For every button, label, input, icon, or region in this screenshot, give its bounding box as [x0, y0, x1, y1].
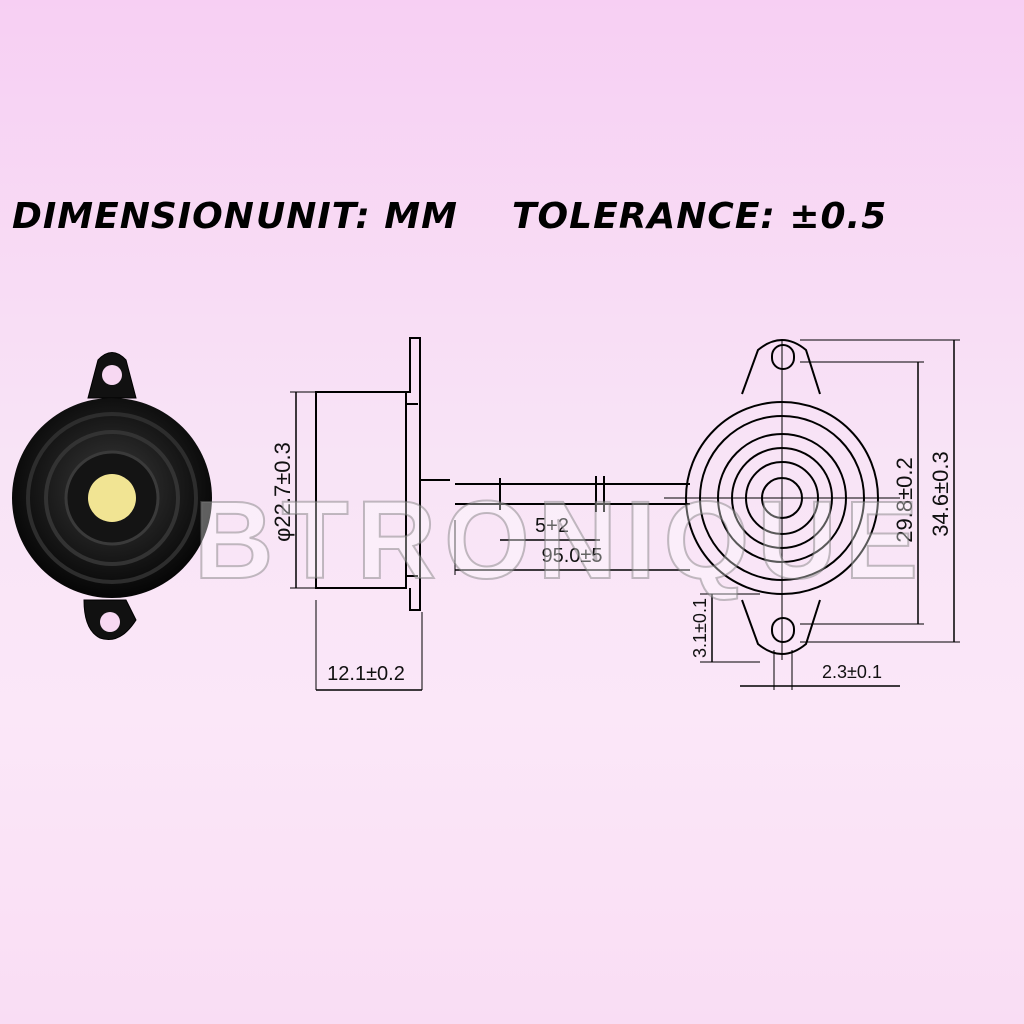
hole-offset-label: 3.1±0.1	[690, 598, 710, 658]
tolerance-label: TOLERANCE: ±0.5	[512, 196, 888, 237]
side-view-labels: φ22.7±0.3 12.1±0.2 5+2 95.0±5	[270, 442, 603, 685]
front-view-labels: 29.8±0.2 34.6±0.3 3.1±0.1 2.3±0.1	[690, 451, 953, 682]
diameter-label: φ22.7±0.3	[270, 442, 295, 542]
strip-label: 5+2	[535, 515, 569, 537]
side-view	[290, 337, 690, 691]
dimension-title: DIMENSION	[12, 196, 255, 237]
inner-height-label: 29.8±0.2	[892, 457, 917, 542]
front-view	[664, 339, 960, 690]
lead-length-label: 95.0±5	[541, 545, 602, 567]
watermark: BTRONIQUE	[194, 479, 926, 602]
depth-label: 12.1±0.2	[327, 663, 405, 685]
buzzer-photo	[12, 352, 212, 640]
cap-icon	[88, 474, 136, 522]
dimension-header: DIMENSION UNIT: MM TOLERANCE: ±0.5	[12, 196, 1012, 246]
outer-height-label: 34.6±0.3	[928, 451, 953, 536]
unit-label: UNIT: MM	[256, 196, 458, 237]
hole-width-label: 2.3±0.1	[822, 662, 882, 682]
